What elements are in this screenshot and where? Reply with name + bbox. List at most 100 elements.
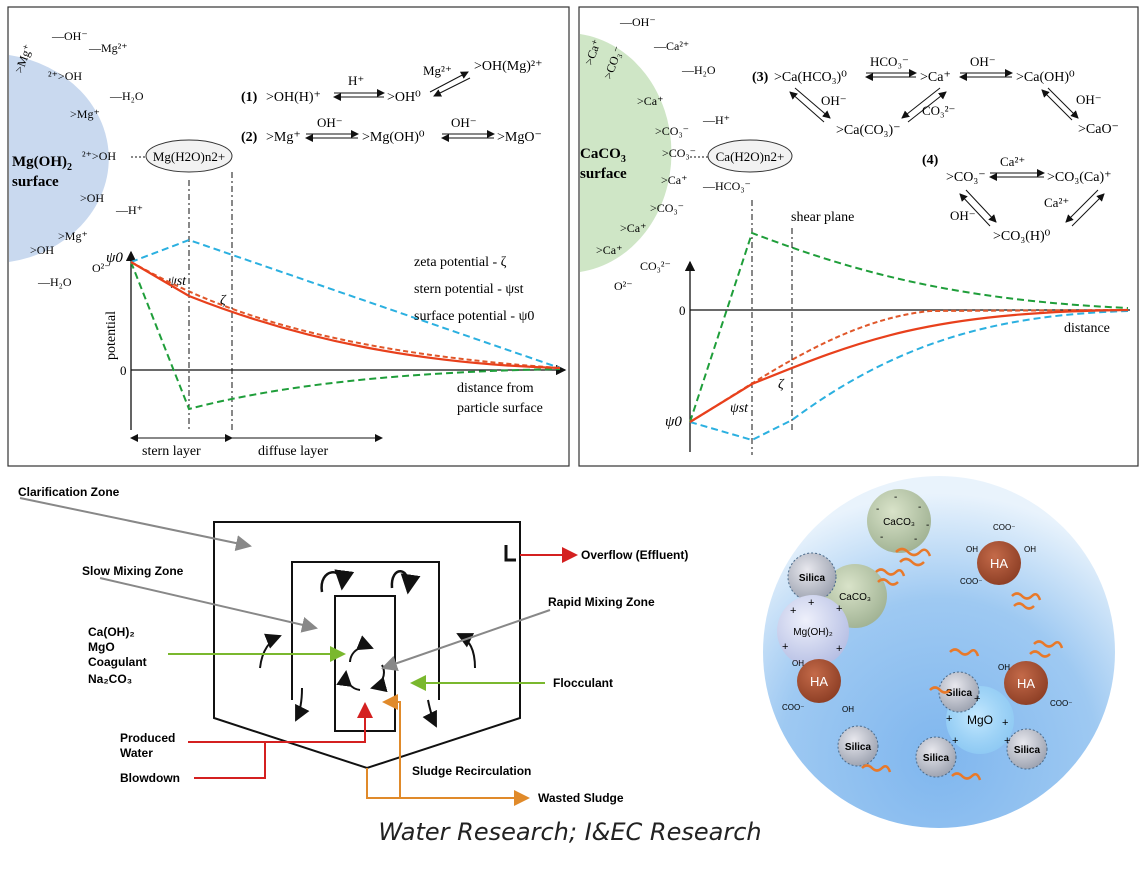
reaction-3-mid-up: [907, 91, 947, 123]
left-zero: 0: [120, 363, 127, 378]
ha3-coo-1: COO⁻: [1050, 699, 1072, 708]
reaction-4: (4) >CO₃⁻ Ca²⁺ >CO₃(Ca)⁺ Ca²⁺ OH⁻ >CO₃(H…: [922, 153, 1112, 244]
ca-group-9: >CO₃⁻: [662, 146, 696, 160]
reaction-3-oh-b: OH⁻: [821, 93, 847, 108]
reaction-1-up-arrow: [429, 71, 469, 93]
right-x-label: distance: [1064, 321, 1110, 336]
svg-text:-: -: [880, 532, 883, 543]
caco3-particle-1: [867, 489, 931, 553]
ca-group-7: >CO₃⁻: [655, 124, 689, 138]
svg-text:+: +: [790, 605, 796, 617]
left-curve-blue: [130, 238, 561, 369]
ca-ion-ellipse: [707, 139, 793, 173]
reaction-3-left-down: [794, 87, 831, 119]
svg-text:+: +: [946, 713, 952, 725]
reaction-2-reactant: >Mg⁺: [266, 130, 301, 145]
svg-text:+: +: [836, 603, 842, 615]
org-squiggle-8: [1029, 650, 1051, 658]
reaction-3-label: (3): [752, 70, 769, 85]
left-curve-orange-dash: [130, 261, 561, 369]
reaction-4-reactant: >CO₃⁻: [946, 170, 986, 185]
reaction-3-left-up: [789, 91, 825, 123]
reaction-1-product: >OH(Mg)²⁺: [474, 59, 542, 74]
reaction-3-cao: >CaO⁻: [1078, 122, 1119, 137]
overflow-label: Overflow (Effluent): [581, 548, 688, 562]
ca-group-11: —HCO₃⁻: [702, 179, 751, 193]
ha1-coo-1: COO⁻: [782, 703, 804, 712]
mg-group-5: —H₂O: [109, 89, 144, 103]
reaction-3-down-right: [1047, 87, 1079, 119]
legend-zeta: zeta potential - ζ: [414, 255, 507, 270]
svg-text:+: +: [1002, 717, 1008, 729]
reaction-4-label: (4): [922, 153, 939, 168]
mg-group-11: O²⁻: [92, 261, 111, 275]
ca-group-16: CO₃²⁻: [640, 259, 671, 273]
mg-group-2: —OH⁻: [51, 29, 88, 43]
flow-arrow-top-right: [390, 570, 421, 595]
reaction-1-label: (1): [241, 90, 258, 105]
ca-group-13: >Ca⁺: [620, 221, 646, 235]
mix-arrow-3: [336, 670, 361, 691]
flocculant-label: Flocculant: [553, 676, 613, 690]
reaction-2-oh-a: OH⁻: [317, 115, 343, 130]
reaction-3-caco3: >Ca(CO₃)⁻: [836, 123, 901, 138]
clarification-zone-label: Clarification Zone: [18, 485, 120, 499]
org-squiggle-10: [949, 648, 980, 657]
mg-group-7: ²⁺>OH: [82, 149, 116, 163]
stern-layer-label: stern layer: [142, 444, 201, 459]
ha3-oh-1: OH: [998, 663, 1010, 672]
reaction-2-oh-b: OH⁻: [451, 115, 477, 130]
reaction-3-hco3: HCO₃⁻: [870, 54, 909, 69]
right-zeta: ζ: [778, 377, 785, 392]
sludge-recirculation-arrow: [382, 694, 401, 798]
reaction-1-reactant: >OH(H)⁺: [266, 90, 321, 105]
org-squiggle-2: [899, 557, 925, 567]
caco3-surface: [580, 34, 672, 272]
mix-arrow-2: [370, 664, 388, 693]
org-squiggle-4: [877, 578, 899, 586]
svg-text:+: +: [836, 643, 842, 655]
flow-arrow-right-down: [422, 699, 437, 728]
ca-group-6: >Ca⁺: [637, 94, 663, 108]
ha-label-1: HA: [810, 674, 828, 689]
reaction-3-reactant: >Ca(HCO₃)⁰: [774, 70, 847, 85]
mgoh2-charges: +++++: [782, 597, 842, 655]
left-y-label: potential: [104, 311, 119, 360]
mg-group-9: —H⁺: [115, 203, 143, 217]
left-curve-red: [130, 261, 561, 370]
right-psist: ψst: [730, 401, 749, 416]
right-panel-border: [578, 6, 1139, 467]
svg-text:+: +: [952, 735, 958, 747]
svg-text:+: +: [1004, 735, 1010, 747]
ha1-oh-2: OH: [842, 705, 854, 714]
ca-surface-groups: >Ca⁺ —OH⁻ >CO₃⁻ —Ca²⁺ —H₂O >Ca⁺ >CO₃⁻ —H…: [582, 15, 751, 293]
reaction-2-product: >MgO⁻: [497, 130, 542, 145]
svg-text:+: +: [782, 641, 788, 653]
reaction-3-caoh: >Ca(OH)⁰: [1016, 70, 1075, 85]
org-squiggle-6: [1013, 602, 1035, 610]
reaction-1: (1) >OH(H)⁺ H⁺ >OH⁰ Mg²⁺ >OH(Mg)²⁺: [241, 59, 542, 105]
svg-text:-: -: [926, 520, 929, 531]
ca-group-10: >Ca⁺: [661, 173, 687, 187]
mg-ion-label: Mg(H2O)n2+: [153, 149, 225, 164]
clarifier-tank: [213, 521, 521, 770]
mgo-charges: +++++: [946, 693, 1010, 747]
reaction-4-ca-b: Ca²⁺: [1044, 195, 1069, 210]
silica-particle-2: [938, 671, 980, 713]
mg-ion-ellipse: [145, 139, 233, 173]
reaction-4-oh: OH⁻: [950, 208, 976, 223]
figure-caption: Water Research; I&EC Research: [378, 818, 762, 846]
mix-arrow-1: [349, 635, 374, 663]
left-x-label-2: particle surface: [457, 401, 543, 416]
svg-text:-: -: [918, 502, 921, 513]
ca-ion-label: Ca(H2O)n2+: [716, 149, 785, 164]
ha2-oh-1: OH: [966, 545, 978, 554]
chem-1: Ca(OH)₂: [88, 625, 135, 639]
org-squiggle-9: [929, 686, 951, 694]
mg-surface-label-2: surface: [12, 174, 59, 190]
reaction-1-oh0: >OH⁰: [387, 90, 421, 105]
caco3-label-1: CaCO₃: [883, 517, 915, 528]
rapid-mixing-pointer: [381, 609, 551, 671]
ca-surface-label-2: surface: [580, 166, 627, 182]
silica-label-3: Silica: [845, 742, 872, 753]
